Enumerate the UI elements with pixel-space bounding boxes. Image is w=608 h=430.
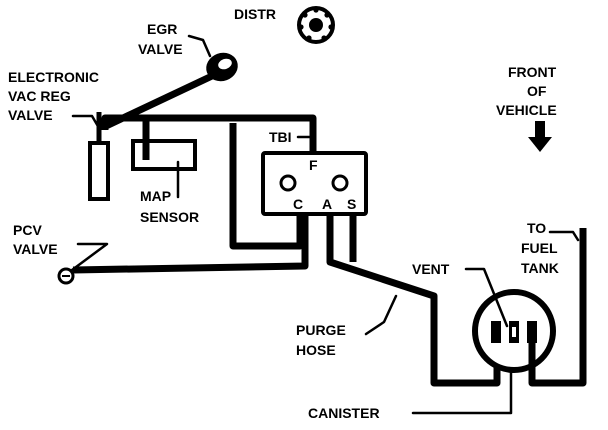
purge-hose-label: HOSE <box>296 342 336 358</box>
tbi-label: TBI <box>269 129 292 145</box>
tbi-port-s-label: S <box>347 196 356 212</box>
fuel-tank-leader-line <box>548 230 580 242</box>
pcv-valve-label: PCV <box>13 222 42 238</box>
purge-hose <box>326 214 501 387</box>
egr-control-hose <box>229 123 304 250</box>
distributor <box>297 6 335 44</box>
pcv-leader-line <box>70 242 109 272</box>
tbi-port-c-label: C <box>293 196 303 212</box>
evrv-label: VAC REG <box>8 88 71 104</box>
pcv-valve-label: VALVE <box>13 241 58 257</box>
evrv-label: ELECTRONIC <box>8 69 99 85</box>
pcv-hose <box>72 214 309 274</box>
purge-hose-label: PURGE <box>296 322 346 338</box>
tbi-port-a-label: A <box>322 196 332 212</box>
map-sensor-label: MAP <box>140 188 171 204</box>
canister-label: CANISTER <box>308 405 380 421</box>
front-of-vehicle-label: OF <box>527 83 547 99</box>
vent-leader-line <box>464 267 509 328</box>
evrv-label: VALVE <box>8 107 53 123</box>
fuel-tank-label: FUEL <box>521 240 558 256</box>
front-of-vehicle-label: FRONT <box>508 64 557 80</box>
fuel-tank-label: TO <box>527 220 546 236</box>
map-sensor-label: SENSOR <box>140 209 199 225</box>
distr-label: DISTR <box>234 6 276 22</box>
vent-label: VENT <box>412 261 450 277</box>
tbi-unit <box>261 151 368 216</box>
purge-leader-line <box>364 294 398 336</box>
front-arrow-icon <box>528 121 552 152</box>
egr-valve-label: VALVE <box>138 41 183 57</box>
tbi-port-f-label: F <box>309 157 318 173</box>
charcoal-canister <box>472 289 556 373</box>
fuel-tank-label: TANK <box>521 260 559 276</box>
egr-leader-line <box>187 34 212 58</box>
evrv-leader-line <box>71 114 101 130</box>
egr-valve <box>206 52 238 82</box>
front-of-vehicle-label: VEHICLE <box>496 102 557 118</box>
electronic-vac-reg-valve <box>88 112 110 201</box>
fuel-tank-line <box>528 228 587 387</box>
canister-leader-line <box>411 370 513 415</box>
pcv-valve <box>57 267 75 285</box>
map-vacuum-hose <box>101 114 317 153</box>
egr-valve-label: EGR <box>147 21 177 37</box>
map-sensor <box>131 139 197 171</box>
